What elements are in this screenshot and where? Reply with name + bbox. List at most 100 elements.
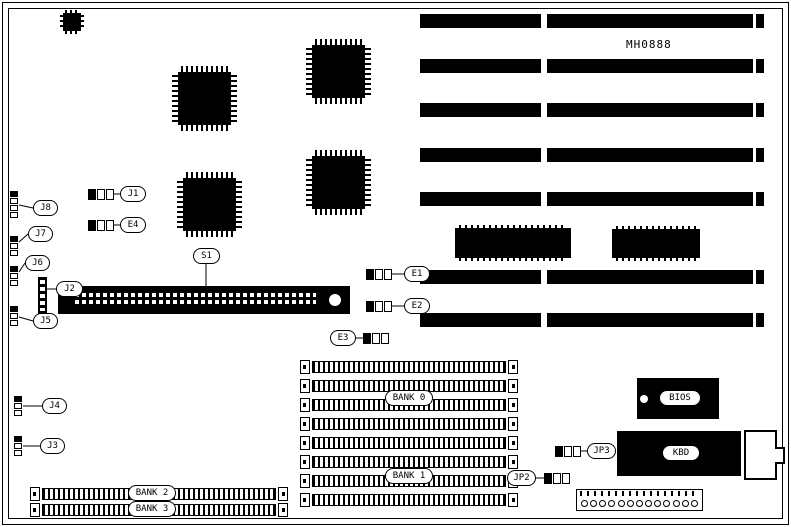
callout-j3: J3	[40, 438, 65, 454]
hole	[663, 500, 671, 507]
hole	[654, 500, 662, 507]
simm-socket	[300, 455, 518, 469]
pin	[562, 473, 570, 484]
isa-slot-segment	[547, 59, 753, 73]
isa-slot-endcap	[756, 14, 764, 28]
simm-clip	[278, 487, 288, 501]
simm-clip	[300, 474, 310, 488]
simm-clip	[508, 436, 518, 450]
chip-pins	[186, 231, 233, 237]
pin	[97, 220, 105, 231]
pin	[10, 280, 18, 286]
jumper-j1	[88, 189, 114, 200]
hole	[581, 500, 588, 507]
isa-slot-row	[0, 270, 791, 284]
simm-clip	[508, 379, 518, 393]
simm-clip	[508, 360, 518, 374]
socket-holes	[75, 293, 316, 307]
isa-slot-row	[0, 192, 791, 206]
pin	[573, 446, 581, 457]
hole	[590, 500, 598, 507]
pin	[10, 273, 18, 279]
callout-s1: S1	[193, 248, 220, 264]
pin	[375, 269, 383, 280]
simm-contacts	[312, 361, 506, 373]
pin	[553, 473, 561, 484]
isa-slot-row	[0, 59, 791, 73]
callout-j7: J7	[28, 226, 53, 242]
isa-slot-segment	[547, 192, 753, 206]
callout-j8: J8	[33, 200, 58, 216]
isa-slot-segment	[420, 148, 541, 162]
chip-body	[312, 156, 365, 209]
simm-contacts	[312, 494, 506, 506]
hole	[645, 500, 653, 507]
hole	[617, 500, 625, 507]
chip-pins	[181, 66, 228, 72]
callout-kbd: KBD	[662, 445, 700, 461]
pin	[10, 198, 18, 204]
pin	[366, 269, 374, 280]
socket-keying-hole	[329, 294, 341, 306]
chip-pins	[60, 15, 63, 29]
simm-clip	[30, 487, 40, 501]
isa-slot-segment	[547, 270, 753, 284]
chip-body	[178, 72, 231, 125]
jumper-e1	[366, 269, 392, 280]
simm-clip	[300, 360, 310, 374]
callout-e4: E4	[120, 217, 146, 233]
pin	[14, 410, 22, 416]
pin-header-j8	[10, 191, 19, 218]
isa-slot-segment	[420, 59, 541, 73]
pin	[10, 320, 18, 326]
hole	[608, 500, 616, 507]
pin	[10, 243, 18, 249]
pin	[555, 446, 563, 457]
pin	[14, 396, 22, 402]
pin	[10, 191, 18, 197]
callout-bank3: BANK 3	[128, 501, 176, 517]
isa-slot-endcap	[756, 59, 764, 73]
callout-bank2: BANK 2	[128, 485, 176, 501]
chip-body	[63, 13, 81, 31]
pin	[88, 220, 96, 231]
qfp-chip-2	[306, 39, 371, 104]
callout-j2: J2	[56, 281, 83, 297]
simm-clip	[508, 493, 518, 507]
chip-pins	[315, 209, 362, 215]
simm-contacts	[312, 456, 506, 468]
chip-pins	[181, 125, 228, 131]
connector-tab	[775, 447, 785, 464]
isa-slot-segment	[420, 313, 541, 327]
isa-slot-segment	[420, 192, 541, 206]
isa-slot-row	[0, 14, 791, 28]
simm-socket	[300, 360, 518, 374]
pin	[10, 306, 18, 312]
isa-slot-row	[0, 103, 791, 117]
qfp-chip-1	[172, 66, 237, 131]
dip-chip-2	[612, 226, 700, 261]
pin-header-j4	[14, 396, 23, 416]
callout-bank1: BANK 1	[385, 468, 433, 484]
chip-pins	[65, 31, 79, 34]
chip-pins	[315, 98, 362, 104]
jumper-jp3	[555, 446, 581, 457]
jumper-e3	[363, 333, 389, 344]
callout-jp3: JP3	[587, 443, 616, 459]
pin	[384, 301, 392, 312]
simm-socket	[300, 417, 518, 431]
chip-pins	[231, 75, 237, 122]
pin	[384, 269, 392, 280]
simm-clip	[300, 436, 310, 450]
callout-bank0: BANK 0	[385, 390, 433, 406]
isa-slot-endcap	[756, 192, 764, 206]
chip-pins	[306, 159, 312, 206]
simm-clip	[30, 503, 40, 517]
isa-slot-segment	[547, 14, 753, 28]
isa-slot-row	[0, 313, 791, 327]
simm-clip	[508, 398, 518, 412]
chip-pins	[315, 150, 362, 156]
simm-clip	[300, 455, 310, 469]
connector-holes	[581, 499, 698, 508]
